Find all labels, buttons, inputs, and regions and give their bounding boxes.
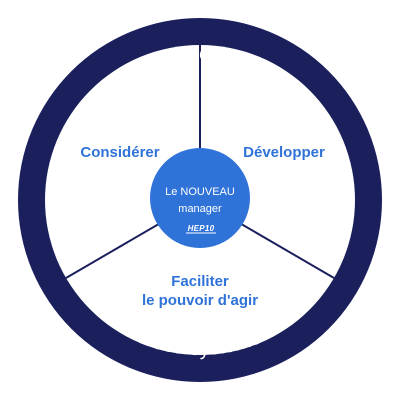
ring-label-top: Soi <box>185 43 216 66</box>
hep10-logo-icon: HEP10 <box>186 224 216 234</box>
svg-text:HEP10: HEP10 <box>188 224 215 233</box>
sector-label-pouvoir-agir: le pouvoir d'agir <box>142 292 258 309</box>
center-title-line2: manager <box>178 203 222 215</box>
center-title-line1: Le NOUVEAU <box>165 186 235 198</box>
sector-label-considerer: Considérer <box>80 144 159 161</box>
sector-label-faciliter: Faciliter <box>171 273 229 290</box>
sector-label-developper: Développer <box>243 144 325 161</box>
center-circle <box>150 148 250 248</box>
